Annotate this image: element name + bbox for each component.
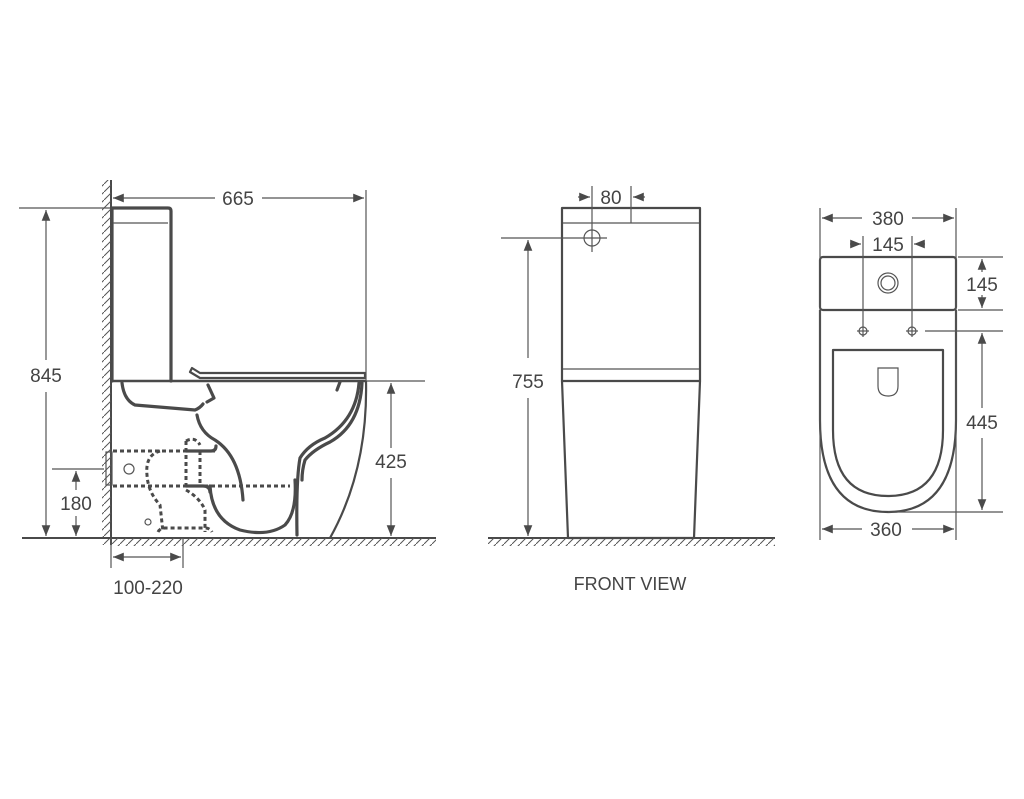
inlet-hole-icon [123, 463, 135, 475]
front-view: 80 755 FRONT VIEW [488, 186, 775, 594]
seat-buffer-icon [877, 367, 899, 397]
dim-845-text: 845 [30, 366, 62, 387]
top-tank [818, 255, 958, 312]
dim-425-text: 425 [375, 452, 407, 473]
pan-connector-left [145, 449, 165, 533]
side-view: 665 845 180 425 100-220 [19, 180, 436, 599]
trap-bend [208, 478, 297, 535]
front-view-title: FRONT VIEW [574, 574, 687, 594]
bowl-back-wall [295, 381, 361, 537]
flush-button-inner-icon [880, 275, 896, 291]
dim-445-text: 445 [966, 413, 998, 434]
bowl-back-wall-inner [300, 381, 364, 482]
seat-lid [188, 366, 367, 380]
dim-145-depth-text: 145 [966, 275, 998, 296]
dim-roughin-text: 100-220 [113, 578, 183, 599]
pedestal-outer [329, 380, 368, 539]
top-view: 380 145 145 445 360 [818, 208, 1003, 541]
pan-connector-base [156, 526, 214, 533]
front-tank [560, 206, 702, 383]
dim-145-spacing-text: 145 [872, 235, 904, 256]
wall-hatch [102, 180, 111, 545]
trapway-inner [195, 413, 245, 502]
dim-180-text: 180 [60, 494, 92, 515]
tank-base-channel [120, 381, 205, 412]
connector-cap [185, 437, 202, 446]
dim-755-text: 755 [512, 372, 544, 393]
dim-360-text: 360 [870, 520, 902, 541]
seat-hinge [205, 383, 216, 404]
dim-665-text: 665 [222, 189, 254, 210]
pan-connector-right [185, 488, 207, 532]
bolt-hole-left-icon [857, 325, 869, 337]
seat-bumper [335, 380, 342, 392]
flush-button-outer-icon [877, 272, 899, 294]
front-bowl-pedestal [560, 380, 702, 540]
dim-380-text: 380 [872, 209, 904, 230]
top-bowl-outer [818, 310, 958, 514]
floor-hatch [111, 538, 436, 546]
top-seat-inner [831, 348, 945, 498]
front-floor-hatch [488, 538, 775, 546]
wall-flange [105, 451, 113, 486]
fixing-hole-icon [144, 518, 152, 526]
bolt-hole-right-icon [906, 325, 918, 337]
dim-80-text: 80 [600, 188, 621, 209]
tank-outline [110, 206, 173, 383]
